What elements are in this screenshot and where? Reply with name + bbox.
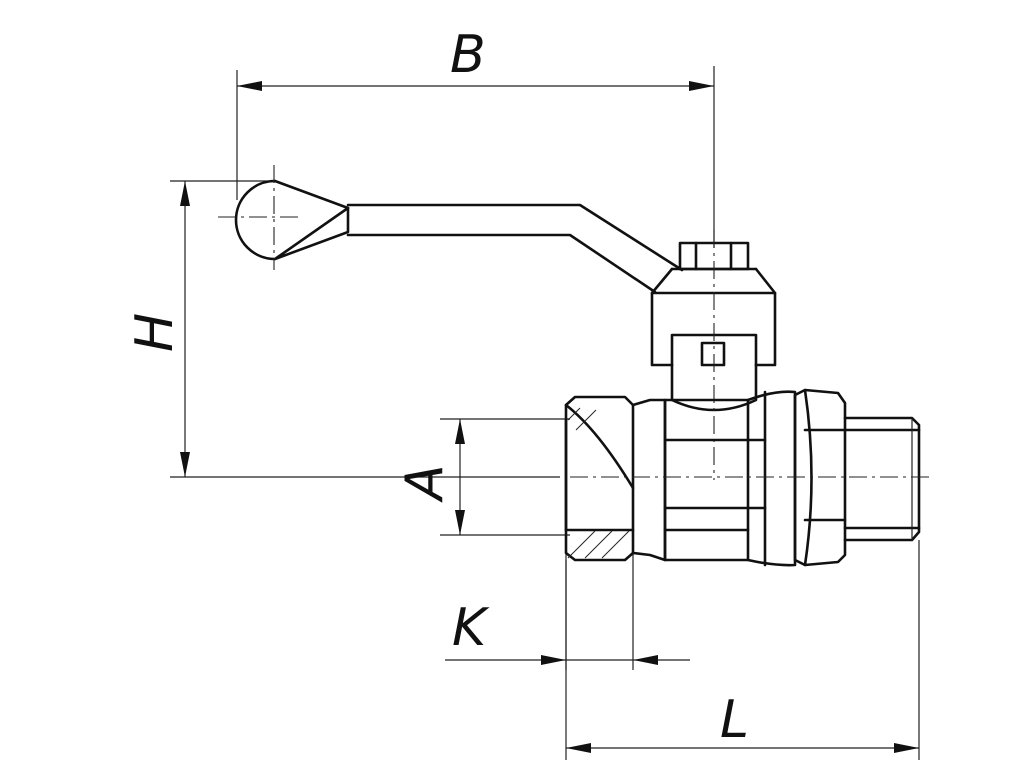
section-hatch bbox=[567, 407, 630, 559]
valve-stem bbox=[650, 230, 777, 480]
dimension-a-label: A bbox=[395, 464, 455, 503]
dimension-l: L bbox=[565, 540, 920, 760]
dimension-l-label: L bbox=[720, 690, 749, 750]
valve-handle bbox=[218, 165, 684, 294]
dimension-b: B bbox=[236, 25, 715, 248]
dimension-b-label: B bbox=[450, 25, 486, 85]
dimension-h: H bbox=[125, 180, 560, 478]
dimension-a: A bbox=[395, 418, 570, 536]
dimension-h-label: H bbox=[125, 313, 185, 352]
dimension-k-label: K bbox=[452, 598, 490, 658]
dimension-k: K bbox=[445, 500, 690, 670]
valve-body bbox=[564, 388, 930, 567]
